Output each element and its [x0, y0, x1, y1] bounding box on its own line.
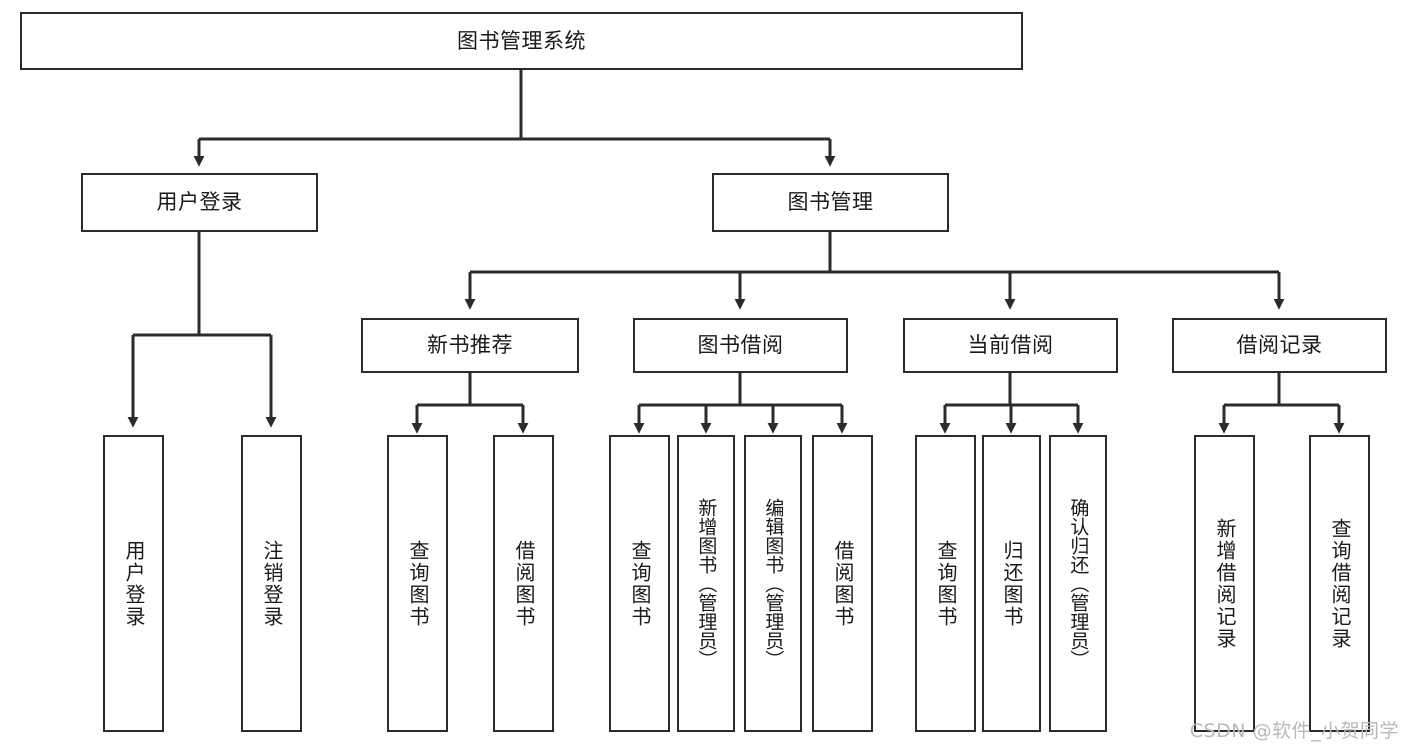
leaf-query-book-1[interactable]: 查询图书	[387, 435, 448, 732]
node-label: 确认归还（管理员）	[1067, 498, 1090, 669]
node-label: 当前借阅	[967, 333, 1054, 358]
leaf-return-book[interactable]: 归还图书	[982, 435, 1041, 732]
leaf-borrow-book-1[interactable]: 借阅图书	[493, 435, 554, 732]
leaf-query-book-3[interactable]: 查询图书	[915, 435, 976, 732]
node-book-management-system[interactable]: 图书管理系统	[20, 12, 1023, 70]
leaf-query-book-2[interactable]: 查询图书	[609, 435, 670, 732]
node-current-borrow[interactable]: 当前借阅	[903, 318, 1118, 373]
node-label: 查询图书	[628, 539, 652, 628]
leaf-user-login[interactable]: 用户登录	[103, 435, 164, 732]
node-label: 查询借阅记录	[1328, 517, 1352, 650]
leaf-confirm-return-admin[interactable]: 确认归还（管理员）	[1049, 435, 1107, 732]
csdn-watermark: CSDN @软件_小贺同学	[1189, 720, 1399, 742]
node-label: 借阅图书	[512, 539, 536, 628]
node-user-login[interactable]: 用户登录	[81, 173, 318, 232]
node-label: 查询图书	[934, 539, 958, 628]
leaf-edit-book-admin[interactable]: 编辑图书（管理员）	[744, 435, 802, 732]
leaf-query-borrow-record[interactable]: 查询借阅记录	[1309, 435, 1370, 732]
node-label: 借阅记录	[1236, 333, 1323, 358]
node-label: 查询图书	[406, 539, 430, 628]
node-label: 新书推荐	[427, 333, 513, 358]
leaf-borrow-book-2[interactable]: 借阅图书	[812, 435, 873, 732]
node-label: 借阅图书	[831, 539, 855, 628]
node-book-borrow[interactable]: 图书借阅	[633, 318, 848, 373]
leaf-logout-login[interactable]: 注销登录	[241, 435, 302, 732]
leaf-add-book-admin[interactable]: 新增图书（管理员）	[677, 435, 735, 732]
node-label: 归还图书	[1000, 539, 1024, 628]
node-label: 注销登录	[260, 539, 284, 628]
node-borrow-record[interactable]: 借阅记录	[1172, 318, 1387, 373]
node-label: 图书借阅	[697, 333, 784, 358]
node-label: 编辑图书（管理员）	[762, 498, 785, 669]
node-label: 用户登录	[122, 539, 146, 628]
node-book-management[interactable]: 图书管理	[712, 173, 949, 232]
node-label: 图书管理系统	[457, 28, 586, 53]
node-label: 图书管理	[787, 190, 874, 215]
node-label: 新增借阅记录	[1213, 517, 1237, 650]
node-label: 用户登录	[156, 190, 243, 215]
leaf-add-borrow-record[interactable]: 新增借阅记录	[1194, 435, 1255, 732]
node-new-book-recommend[interactable]: 新书推荐	[361, 318, 579, 373]
node-label: 新增图书（管理员）	[695, 498, 718, 669]
